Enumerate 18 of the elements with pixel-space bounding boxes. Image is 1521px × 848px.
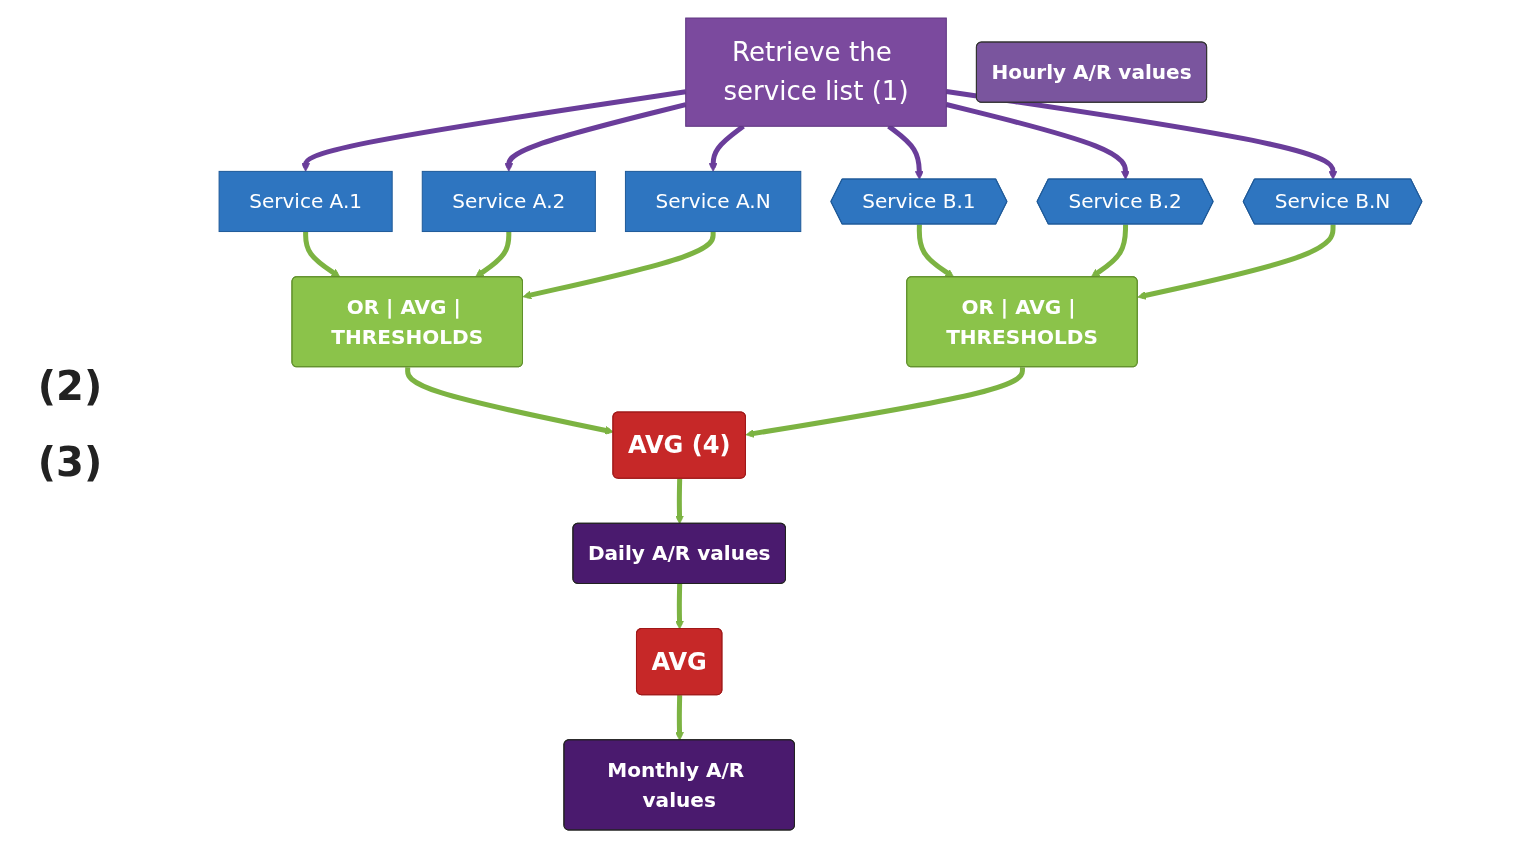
arrow [301, 89, 687, 172]
step-number: (2) [37, 363, 103, 409]
node-box: Service A.1 [218, 170, 393, 233]
arrow [675, 695, 684, 741]
arrow [945, 102, 1130, 180]
arrow [945, 89, 1338, 180]
arrow [675, 583, 684, 630]
arrow [303, 231, 341, 278]
arrow [405, 367, 614, 435]
arrow [675, 478, 684, 525]
arrow [916, 224, 955, 278]
node-box: Retrieve the service list (1) [685, 17, 947, 127]
step-number: (3) [37, 439, 103, 485]
arrow [504, 102, 687, 172]
arrow [1090, 224, 1129, 278]
node-box: Service A.2 [421, 170, 596, 233]
node-box: Service A.N [624, 170, 802, 233]
arrow [475, 231, 512, 278]
